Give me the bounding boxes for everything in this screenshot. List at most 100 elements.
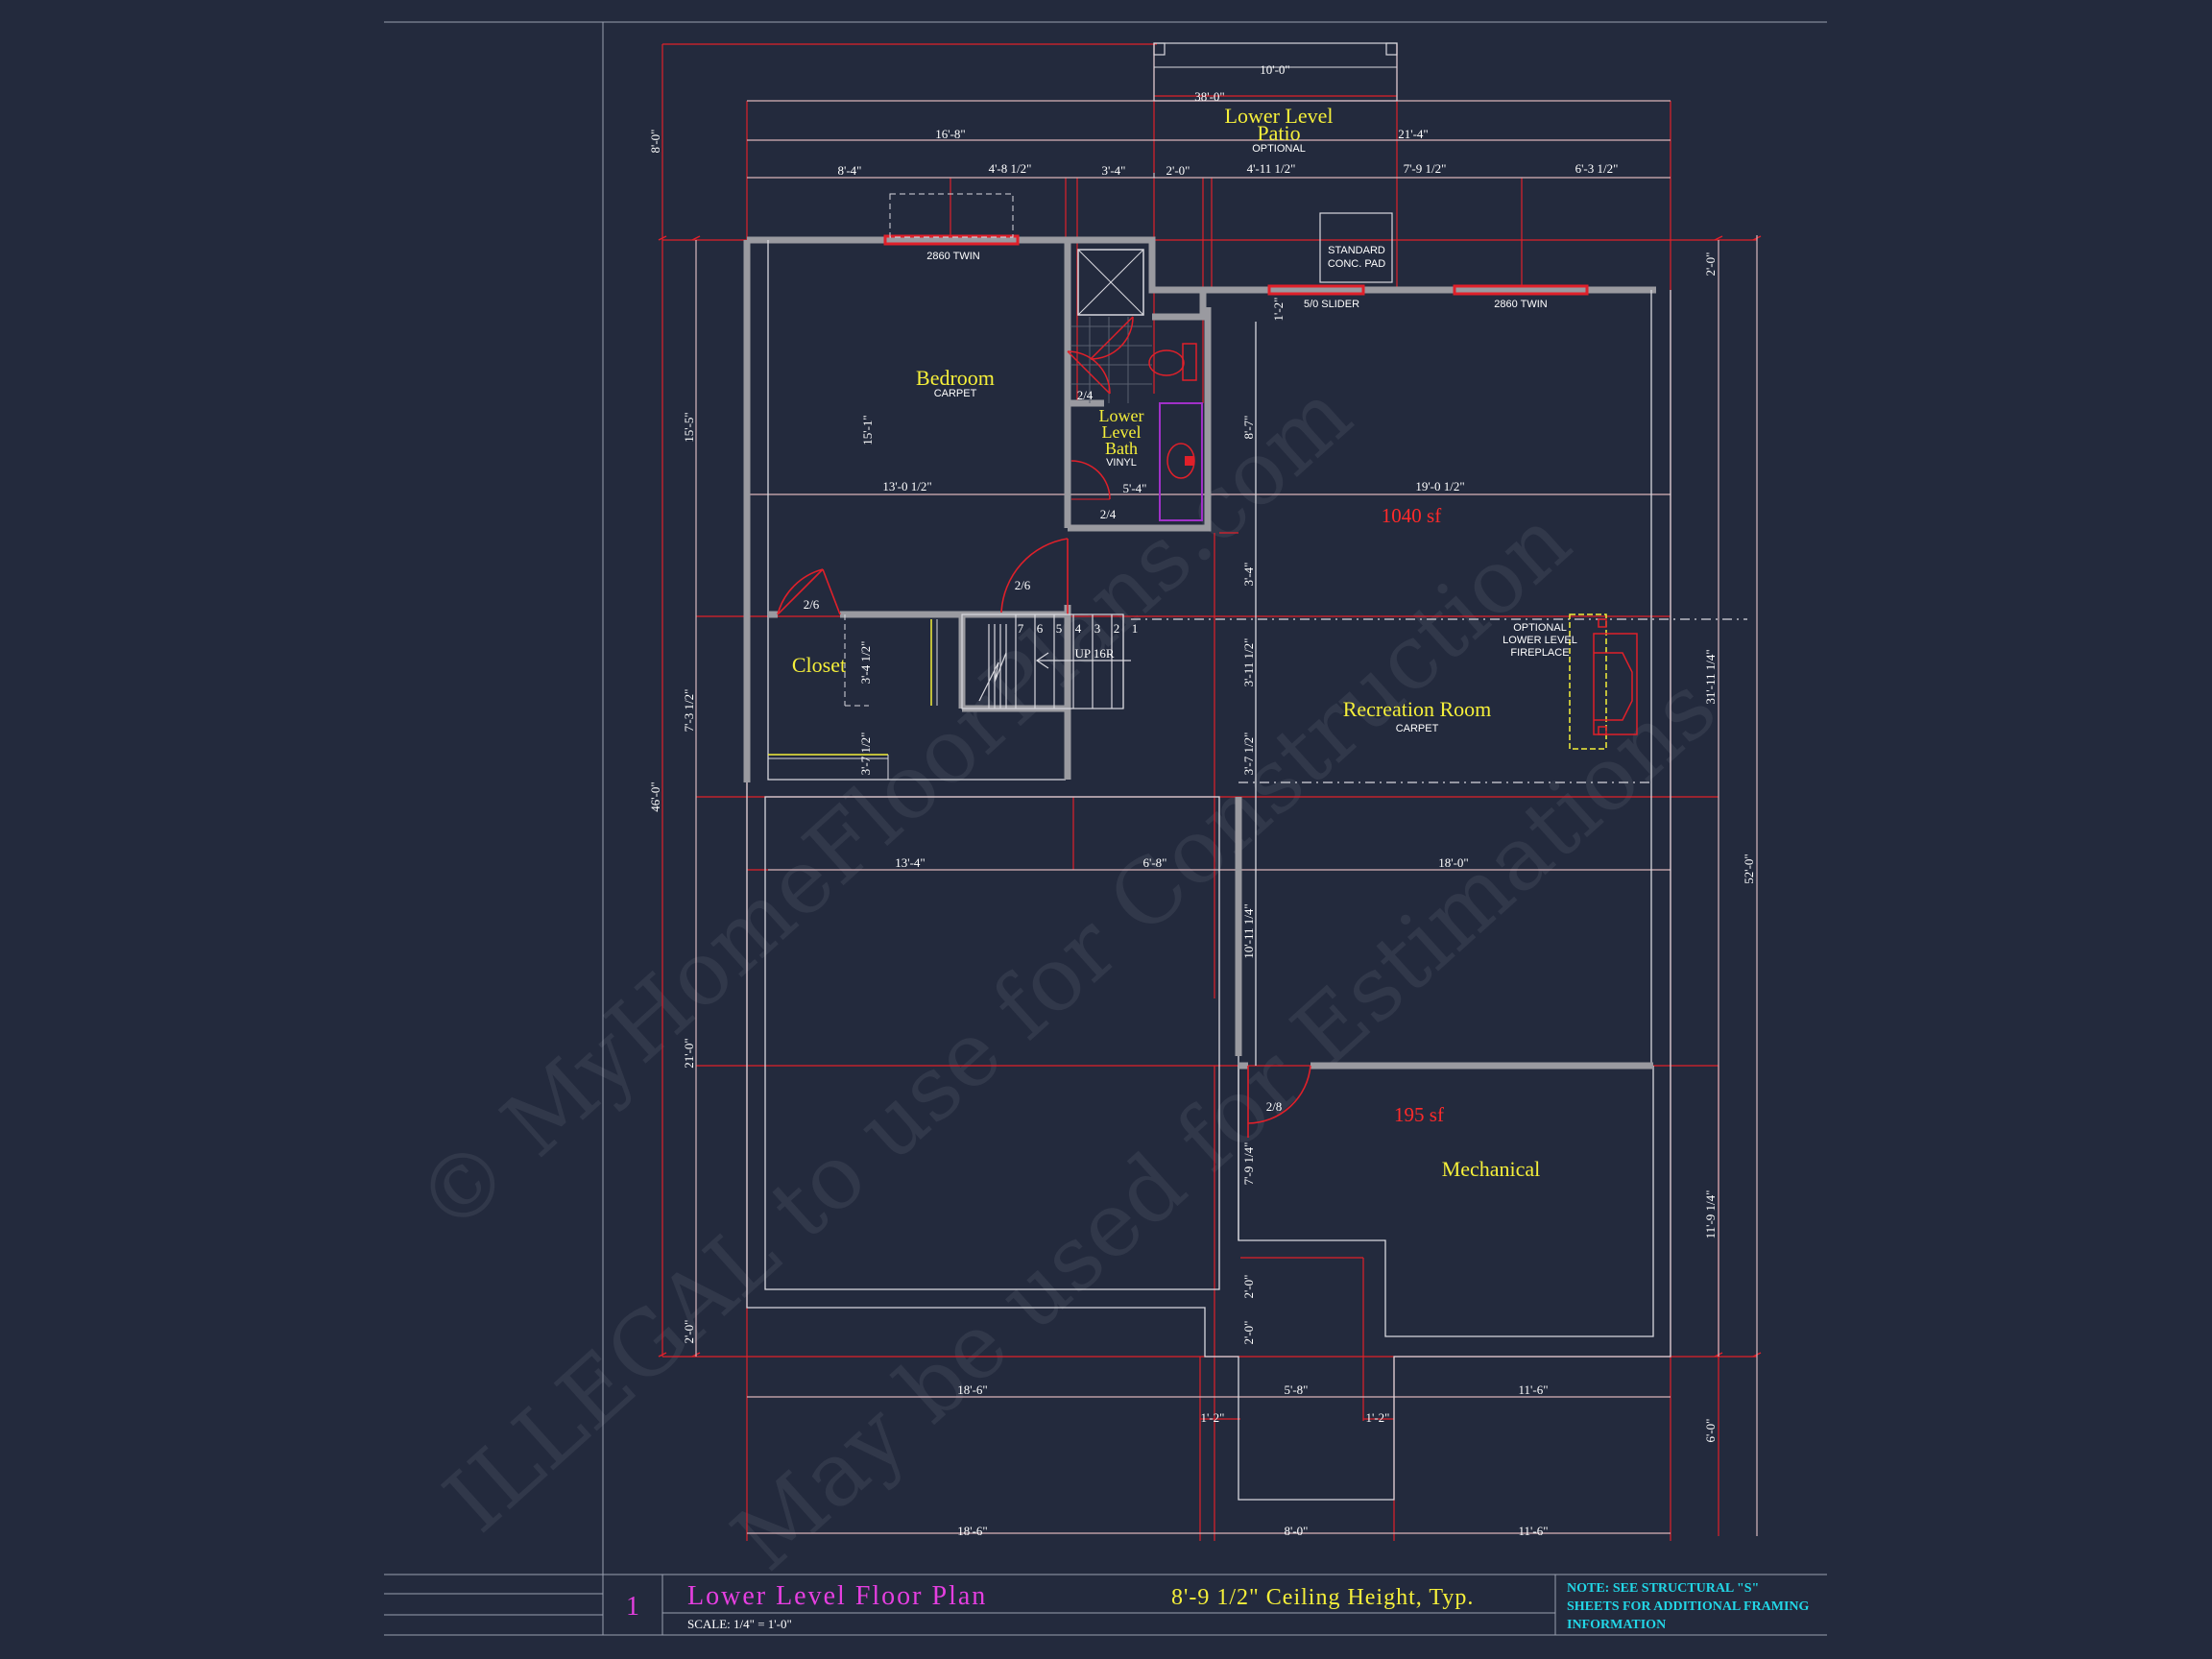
drawing-scale: SCALE: 1/4" = 1'-0": [687, 1617, 792, 1631]
stair-step-6: 6: [1037, 621, 1044, 636]
structural-note-line-3: INFORMATION: [1567, 1618, 1666, 1632]
stair-step-3: 3: [1094, 621, 1101, 636]
patio-sublabel: OPTIONAL: [1252, 143, 1306, 155]
dim-top-21-4: 21'-4": [1398, 127, 1428, 141]
dim-right-52-0: 52'-0": [1742, 854, 1756, 883]
ceiling-height-note: 8'-9 1/2" Ceiling Height, Typ.: [1171, 1585, 1474, 1610]
dim-bottom-1-2-right: 1'-2": [1366, 1410, 1390, 1425]
annotation-labels: STANDARD CONC. PAD 5/0 SLIDER 2860 TWIN …: [804, 245, 1577, 1114]
dim-closet-3-4: 3'-4 1/2": [858, 641, 873, 685]
dim-top-16-8: 16'-8": [935, 127, 965, 141]
dim-top-7-9: 7'-9 1/2": [1404, 161, 1447, 176]
pad-label-line-2: CONC. PAD: [1328, 258, 1385, 270]
patio-outline: [1153, 42, 1398, 283]
dim-top-6-3: 6'-3 1/2": [1575, 161, 1619, 176]
dim-bedroom-width: 13'-0 1/2": [882, 479, 931, 493]
dim-left-8-0: 8'-0": [648, 130, 662, 154]
dim-bottom-1-2-left: 1'-2": [1201, 1410, 1225, 1425]
dim-top-8-4: 8'-4": [838, 163, 862, 178]
recreation-room-label: Recreation Room: [1343, 697, 1492, 721]
door-label-bath-1: 2/4: [1077, 388, 1094, 402]
dim-rec-width: 19'-0 1/2": [1415, 479, 1464, 493]
dim-center-2-0-lower: 2'-0": [1241, 1321, 1256, 1345]
dim-right-11-9: 11'-9 1/4": [1703, 1190, 1718, 1239]
dim-top-4-8: 4'-8 1/2": [989, 161, 1032, 176]
dim-mid-13-4: 13'-4": [895, 855, 925, 870]
dim-mid-18-0: 18'-0": [1438, 855, 1468, 870]
bath-label-line-3: Bath: [1105, 439, 1138, 458]
horizontal-dimensions: 10'-0" 38'-0" 16'-8" 21'-4" 8'-4" 4'-8 1…: [838, 62, 1619, 1538]
title-block: 1 Lower Level Floor Plan SCALE: 1/4" = 1…: [626, 1581, 1810, 1632]
dim-top-38: 38'-0": [1194, 89, 1224, 104]
fireplace-label-line-2: LOWER LEVEL: [1503, 635, 1577, 646]
window-twin-2-label: 2860 TWIN: [1494, 299, 1547, 310]
main-area-sf: 1040 sf: [1382, 504, 1441, 527]
dim-bath-width: 5'-4": [1123, 481, 1147, 495]
dim-bottom-5-8: 5'-8": [1285, 1382, 1309, 1397]
patio-label-line-1: Lower Level: [1225, 104, 1334, 128]
dim-top-3-4: 3'-4": [1102, 163, 1126, 178]
door-label-bath-2: 2/4: [1100, 507, 1117, 521]
dim-mid-6-8: 6'-8": [1143, 855, 1167, 870]
bedroom-label: Bedroom: [916, 366, 995, 390]
fireplace-label-line-3: FIREPLACE: [1510, 647, 1569, 659]
dim-bedroom-depth: 15'-1": [860, 415, 875, 445]
stair-step-1: 1: [1132, 621, 1139, 636]
vertical-dimensions: 8'-0" 15'-5" 46'-0" 7'-3 1/2" 21'-0" 2'-…: [648, 130, 1756, 1443]
stairs: [961, 613, 1747, 783]
dim-overall-8-0: 8'-0": [1285, 1524, 1309, 1538]
drawing-number: 1: [626, 1592, 639, 1622]
room-labels: Lower Level Patio OPTIONAL Bedroom CARPE…: [792, 104, 1540, 1181]
bath-label-line-2: Level: [1102, 422, 1142, 442]
dim-center-2-0-upper: 2'-0": [1241, 1275, 1256, 1299]
dim-top-2-0: 2'-0": [1166, 163, 1190, 178]
dim-center-8-7: 8'-7": [1241, 416, 1256, 440]
door-swings: [777, 538, 1311, 1138]
bedroom-sublabel: CARPET: [934, 388, 977, 399]
stair-step-4: 4: [1075, 621, 1082, 636]
fireplace-label-line-1: OPTIONAL: [1513, 622, 1567, 634]
dimension-ticks: [658, 235, 1762, 1358]
fireplace: [1569, 613, 1638, 750]
pad-label-line-1: STANDARD: [1328, 245, 1385, 256]
dim-left-15-5: 15'-5": [682, 412, 696, 442]
stairs-label: UP 16R: [1074, 646, 1114, 661]
sheet-frame: [384, 21, 1827, 1636]
door-label-bedroom: 2/6: [1015, 578, 1031, 592]
watermark: © MyHomeFloorPlans.com ILLEGAL to use fo…: [397, 363, 1735, 1590]
stair-step-7: 7: [1018, 621, 1024, 636]
dim-center-3-7: 3'-7 1/2": [1241, 733, 1256, 776]
dim-closet-3-7: 3'-7 1/2": [858, 733, 873, 776]
door-label-mechanical: 2/8: [1266, 1099, 1283, 1114]
dim-bottom-11-6: 11'-6": [1519, 1382, 1549, 1397]
structural-note-line-1: NOTE: SEE STRUCTURAL "S": [1567, 1581, 1759, 1596]
dim-left-46-0: 46'-0": [648, 781, 662, 811]
recreation-room-sublabel: CARPET: [1396, 723, 1439, 734]
closet-label: Closet: [792, 653, 846, 677]
dim-center-1-2: 1'-2": [1271, 298, 1286, 322]
windows: [883, 234, 1589, 296]
dim-top-10: 10'-0": [1260, 62, 1289, 77]
dim-right-6-0: 6'-0": [1703, 1419, 1718, 1443]
dim-overall-11-6: 11'-6": [1519, 1524, 1549, 1538]
stair-step-2: 2: [1114, 621, 1120, 636]
dim-center-7-9: 7'-9 1/4": [1241, 1142, 1256, 1186]
dim-top-4-11: 4'-11 1/2": [1247, 161, 1296, 176]
closet-details: [768, 614, 938, 780]
dim-bottom-18-6: 18'-6": [957, 1382, 987, 1397]
mechanical-area-sf: 195 sf: [1394, 1103, 1444, 1126]
bath-sublabel: VINYL: [1106, 457, 1137, 469]
dim-right-2-0: 2'-0": [1703, 252, 1718, 276]
patio-label-line-2: Patio: [1257, 121, 1300, 145]
door-label-closet: 2/6: [804, 597, 820, 612]
dim-center-3-11: 3'-11 1/2": [1241, 638, 1256, 687]
dim-overall-18-6: 18'-6": [957, 1524, 987, 1538]
bath-label-line-1: Lower: [1099, 406, 1144, 425]
mechanical-label: Mechanical: [1442, 1157, 1541, 1181]
dim-center-3-4: 3'-4": [1241, 563, 1256, 587]
slider-label: 5/0 SLIDER: [1304, 299, 1359, 310]
dim-center-10-11: 10'-11 1/4": [1241, 903, 1256, 958]
dim-left-2-0: 2'-0": [682, 1320, 696, 1344]
window-twin-1-label: 2860 TWIN: [926, 251, 979, 262]
